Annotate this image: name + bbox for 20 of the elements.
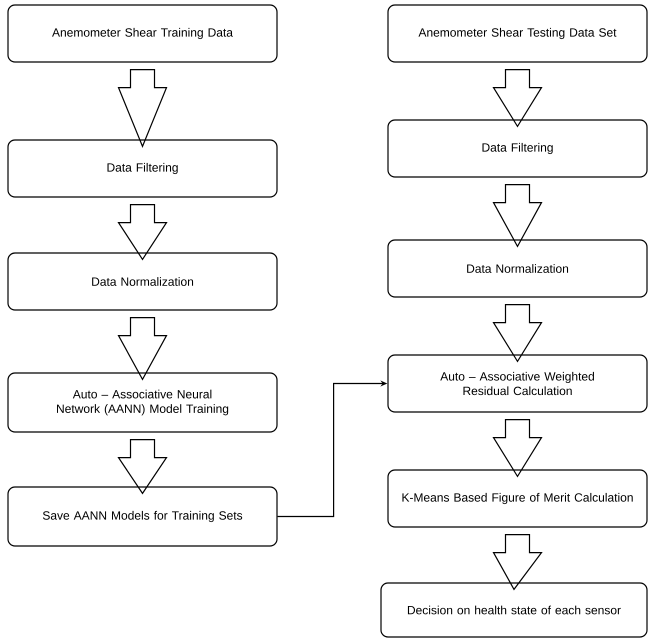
process-box: Decision on health state of each sensor: [380, 582, 648, 638]
process-box: Data Filtering: [7, 139, 278, 198]
process-box: Auto – Associative Weighted Residual Calculation: [387, 354, 648, 413]
process-box: Data Normalization: [387, 239, 648, 298]
process-box: Save AANN Models for Training Sets: [7, 486, 278, 547]
block-arrow: [492, 69, 543, 128]
process-box: Auto – Associative Neural Network (AANN) Model Training: [7, 372, 278, 433]
block-arrow: [492, 304, 543, 363]
process-box: Data Normalization: [7, 252, 278, 311]
block-arrow: [118, 69, 168, 148]
process-box: Anemometer Shear Training Data: [7, 4, 278, 63]
block-arrow: [117, 204, 168, 260]
block-arrow: [492, 419, 543, 478]
block-arrow: [117, 439, 168, 494]
block-arrow: [118, 317, 168, 381]
process-box: Data Filtering: [387, 119, 648, 178]
process-box: K-Means Based Figure of Merit Calculation: [387, 469, 648, 528]
process-box: Anemometer Shear Testing Data Set: [387, 4, 648, 63]
block-arrow: [492, 184, 543, 248]
block-arrow: [492, 534, 543, 590]
